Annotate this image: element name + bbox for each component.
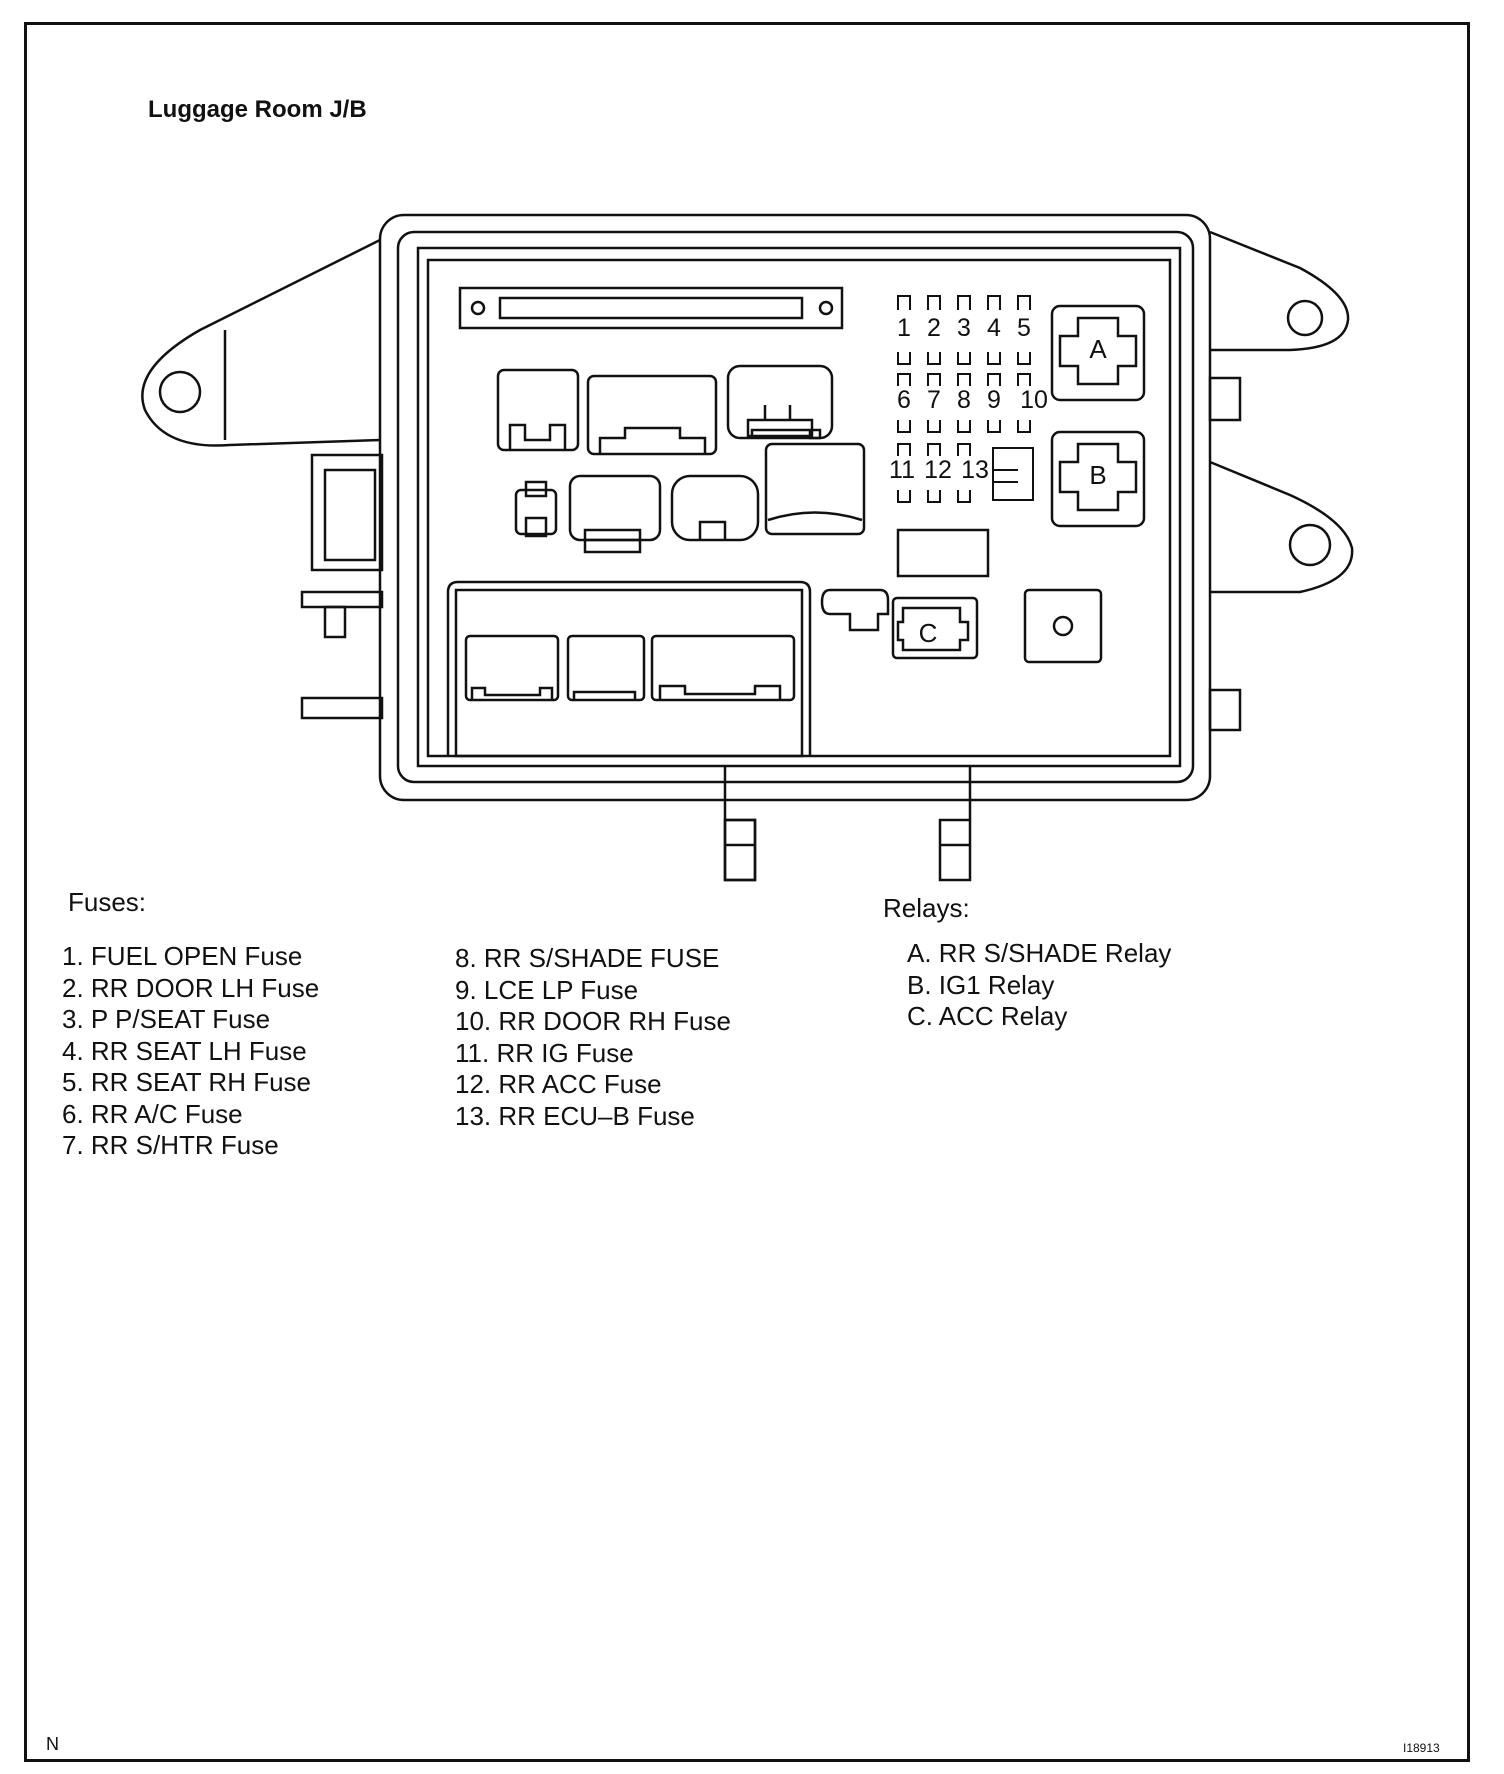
relay-item: C. ACC Relay bbox=[907, 1001, 1068, 1031]
lower-connector-housing bbox=[446, 580, 812, 758]
fuse-item: 7. RR S/HTR Fuse bbox=[62, 1130, 279, 1160]
fuse-item: 11. RR IG Fuse bbox=[455, 1037, 634, 1068]
junction-block-drawing: 1 2 3 4 5 6 7 8 9 10 11 12 13 A B bbox=[141, 213, 1354, 882]
fuse-label-5: 5 bbox=[1017, 314, 1031, 342]
relay-label-c: C bbox=[919, 618, 938, 648]
relay-b: B bbox=[1050, 430, 1146, 528]
relay-item: B. IG1 Relay bbox=[907, 969, 1055, 1000]
fuse-label-4: 4 bbox=[987, 314, 1001, 342]
blank-label-plate bbox=[896, 528, 990, 578]
right-mounting-ears bbox=[1208, 230, 1354, 732]
fuse-item: 3. P P/SEAT Fuse bbox=[62, 1004, 271, 1034]
fuse-item: 2. RR DOOR LH Fuse bbox=[62, 972, 320, 1003]
connector-row-1 bbox=[496, 364, 834, 456]
fuse-label-1: 1 bbox=[897, 314, 911, 342]
fuse-label-8: 8 bbox=[957, 386, 971, 414]
housing-inner bbox=[396, 230, 1195, 784]
fuse-item: 9. LCE LP Fuse bbox=[455, 974, 639, 1005]
relay-list: A. RR S/SHADE Relay B. IG1 Relay C. ACC … bbox=[907, 938, 1171, 1033]
fuse-item: 4. RR SEAT LH Fuse bbox=[62, 1035, 307, 1066]
housing-panel-inner bbox=[426, 258, 1172, 758]
fuse-label-10: 10 bbox=[1020, 386, 1048, 414]
figure-code: I18913 bbox=[1403, 1741, 1440, 1755]
fuse-list-col-2: 8. RR S/SHADE FUSE 9. LCE LP Fuse 10. RR… bbox=[455, 943, 731, 1132]
fuse-list-col-1: 1. FUEL OPEN Fuse 2. RR DOOR LH Fuse 3. … bbox=[62, 941, 319, 1162]
fuse-label-7: 7 bbox=[927, 386, 941, 414]
relay-c: C bbox=[891, 596, 979, 660]
left-mounting-ear bbox=[141, 238, 381, 447]
page-frame bbox=[24, 22, 1470, 1762]
connector-row-2 bbox=[514, 442, 866, 554]
small-connector bbox=[820, 588, 890, 632]
housing-outer bbox=[378, 213, 1212, 802]
relay-label-b: B bbox=[1089, 460, 1106, 490]
fuse-label-6: 6 bbox=[897, 386, 911, 414]
fuse-label-12: 12 bbox=[924, 456, 952, 484]
grommet bbox=[1023, 588, 1103, 664]
relay-label-a: A bbox=[1089, 334, 1107, 364]
fuse-item: 5. RR SEAT RH Fuse bbox=[62, 1067, 311, 1097]
fuse-number-labels: 1 2 3 4 5 6 7 8 9 10 11 12 13 bbox=[889, 314, 1048, 484]
fuse-label-13: 13 bbox=[961, 456, 989, 484]
relays-header: Relays: bbox=[883, 893, 970, 923]
fuse-item: 10. RR DOOR RH Fuse bbox=[455, 1006, 731, 1036]
fuse-item: 1. FUEL OPEN Fuse bbox=[62, 941, 303, 971]
fuse-item: 6. RR A/C Fuse bbox=[62, 1098, 243, 1129]
relay-a: A bbox=[1050, 304, 1146, 402]
fuse-item: 12. RR ACC Fuse bbox=[455, 1069, 662, 1099]
fuses-header: Fuses: bbox=[68, 887, 147, 917]
diagram-title: Luggage Room J/B bbox=[148, 96, 367, 123]
footer-left-mark: N bbox=[46, 1734, 59, 1754]
fuse-item: 8. RR S/SHADE FUSE bbox=[455, 943, 720, 973]
housing-panel bbox=[416, 246, 1182, 768]
fuse-item: 13. RR ECU–B Fuse bbox=[455, 1100, 695, 1131]
fuse-label-3: 3 bbox=[957, 314, 971, 342]
left-side-clips bbox=[300, 453, 384, 720]
fuse-label-9: 9 bbox=[987, 386, 1001, 414]
fuse-sockets bbox=[897, 295, 1034, 503]
bottom-brackets bbox=[723, 765, 972, 882]
relay-item: A. RR S/SHADE Relay bbox=[907, 938, 1172, 968]
fuse-label-11: 11 bbox=[889, 456, 915, 484]
top-long-connector bbox=[458, 286, 844, 330]
fuse-label-2: 2 bbox=[927, 314, 941, 342]
